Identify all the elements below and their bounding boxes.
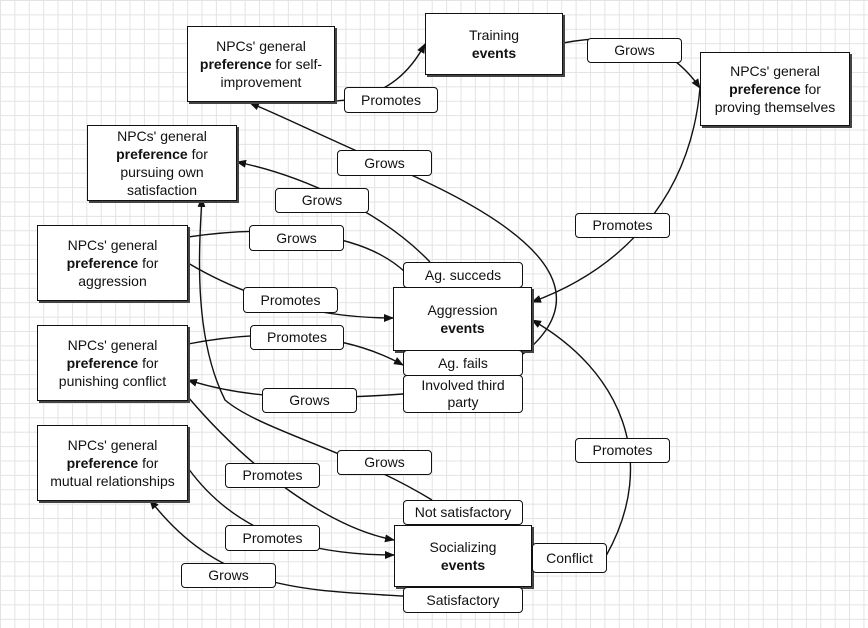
label-ag-succeeds[interactable]: Ag. succeds	[403, 262, 523, 288]
label-grows-aggression-pref[interactable]: Grows	[249, 225, 344, 251]
edge-fails-to-self	[249, 102, 558, 355]
label-grows-training-proving[interactable]: Grows	[587, 38, 682, 63]
label-promotes-aggression[interactable]: Promotes	[243, 287, 338, 313]
label-promotes-conflict-aggression[interactable]: Promotes	[575, 438, 670, 463]
label-grows-self[interactable]: Grows	[337, 150, 432, 176]
label-grows-not-satisfactory[interactable]: Grows	[337, 450, 432, 475]
label-grows-mutual[interactable]: Grows	[181, 563, 276, 588]
label-promotes-proving-aggression[interactable]: Promotes	[575, 213, 670, 238]
label-grows-punishing[interactable]: Grows	[262, 388, 357, 413]
edge-punishing-to-socializing	[187, 396, 395, 543]
label-conflict[interactable]: Conflict	[532, 543, 607, 573]
label-promotes-self-training[interactable]: Promotes	[344, 87, 438, 113]
label-ag-fails[interactable]: Ag. fails	[403, 350, 523, 376]
label-involved-third-party[interactable]: Involved third party	[403, 375, 523, 413]
edge-conflict-to-aggression	[531, 319, 632, 557]
label-satisfactory[interactable]: Satisfactory	[403, 587, 523, 613]
label-grows-satisfaction[interactable]: Grows	[275, 188, 369, 213]
label-promotes-mutual-socializing[interactable]: Promotes	[225, 525, 320, 551]
label-promotes-punishing-socializing[interactable]: Promotes	[225, 463, 320, 488]
label-not-satisfactory[interactable]: Not satisfactory	[403, 500, 523, 525]
label-promotes-punishing[interactable]: Promotes	[250, 325, 344, 350]
edge-proving-to-aggression	[531, 87, 701, 303]
